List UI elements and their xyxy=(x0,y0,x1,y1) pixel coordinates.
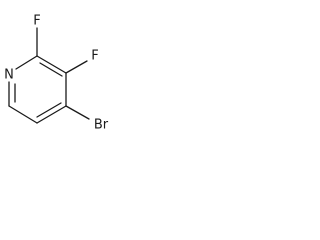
bond-c3-f xyxy=(65,60,88,74)
bond-c4-c5 xyxy=(36,105,67,124)
atom-label-f-ortho: F xyxy=(33,14,40,29)
bond-c4-c5-inner xyxy=(36,102,62,118)
bond-c2-c3-inner xyxy=(39,62,63,77)
bond-c2-c3 xyxy=(36,55,67,74)
molecule-structure: N F F Br xyxy=(4,14,109,133)
atom-label-f-meta: F xyxy=(91,49,98,64)
bond-c5-c6 xyxy=(8,105,38,124)
atom-label-n1: N xyxy=(4,68,14,83)
bond-n1-c2 xyxy=(15,55,38,70)
bond-c4-br xyxy=(65,105,90,120)
atom-label-br: Br xyxy=(94,118,109,133)
